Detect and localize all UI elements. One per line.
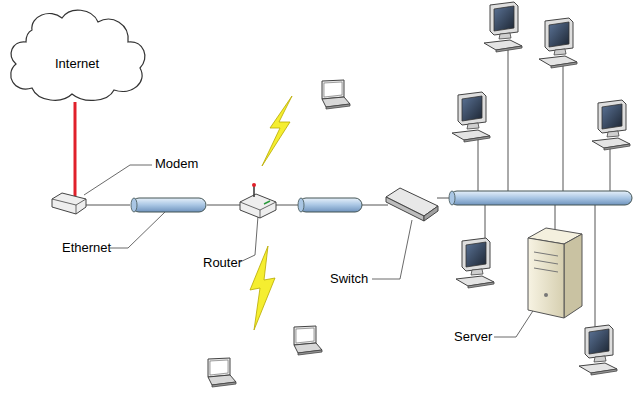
computer-icon: [452, 92, 490, 142]
laptop-icon: [322, 80, 350, 109]
node-label: Internet: [4, 56, 150, 71]
computer-icon: [592, 100, 630, 150]
ethernet-cable: [131, 198, 206, 212]
laptop-icon: [208, 358, 236, 387]
device-label: Router: [203, 255, 242, 270]
ethernet-cable: [298, 198, 362, 212]
device-label: Switch: [330, 271, 368, 286]
laptop-icon: [294, 326, 322, 355]
wires: [85, 45, 610, 332]
device-label: Server: [454, 329, 492, 344]
internet-link: [74, 102, 77, 196]
device-label: Ethernet: [62, 240, 111, 255]
backbone-cable: [449, 191, 632, 205]
modem-device: [52, 193, 86, 214]
wireless-bolt: [250, 246, 275, 330]
computer-icon: [539, 18, 577, 68]
computer-icon: [484, 2, 522, 52]
router-device: [240, 183, 276, 218]
device-label: Modem: [155, 156, 198, 171]
computer-icon: [456, 238, 494, 288]
computer-icon: [579, 325, 617, 375]
wireless-bolt: [262, 96, 292, 166]
switch-device: [386, 188, 438, 221]
cloud-node: Internet: [4, 2, 150, 106]
server-tower: [528, 228, 582, 318]
cloud-shape: [4, 2, 150, 106]
